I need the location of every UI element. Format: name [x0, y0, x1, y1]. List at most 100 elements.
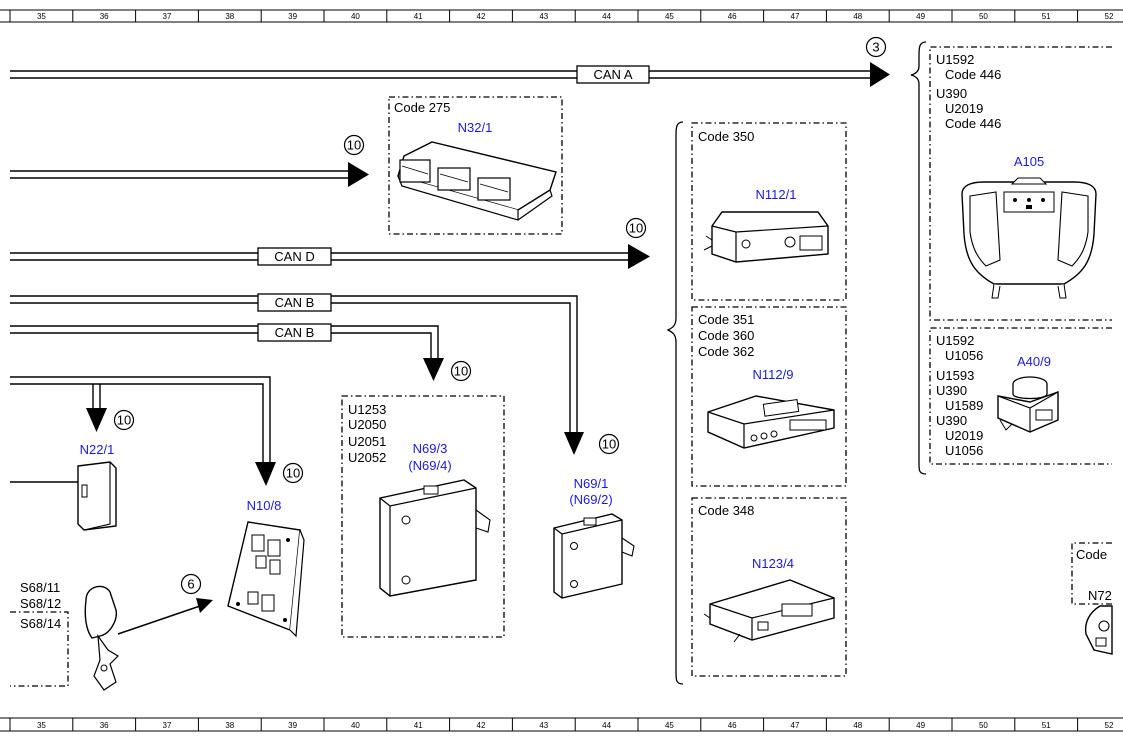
n112-1-label: N112/1	[756, 187, 797, 202]
ruler-column-number: 52	[1105, 721, 1114, 730]
n72-module-partial	[1084, 605, 1113, 655]
ref-circle-10: 10	[343, 134, 365, 156]
n123-4-code: Code 348	[698, 503, 754, 518]
a40-9-box	[929, 327, 1112, 465]
a40-9-code: U1589	[945, 398, 983, 413]
svg-text:10: 10	[602, 437, 616, 452]
group-brace	[910, 41, 927, 475]
svg-text:10: 10	[454, 364, 468, 379]
ruler-column-number: 36	[100, 12, 109, 21]
a105-box	[929, 46, 1112, 321]
ref-circle-3: 3	[865, 36, 887, 58]
can-b-label-box	[257, 293, 332, 312]
group-brace	[666, 121, 684, 685]
ruler-column-number: 41	[414, 721, 423, 730]
n112-9-code: Code 360	[698, 328, 754, 343]
a105-code: U390	[936, 86, 967, 101]
ruler-column-number: 42	[477, 721, 486, 730]
svg-text:10: 10	[347, 138, 361, 153]
ruler-column-number: 50	[979, 721, 988, 730]
can-b-label: CAN B	[275, 325, 315, 340]
a105-code: U2019	[945, 101, 983, 116]
ruler-column-number: 35	[37, 12, 46, 21]
n32-1-label: N32/1	[458, 120, 493, 135]
wire-to-n10-8	[10, 376, 276, 486]
can-d-label-box	[257, 247, 332, 266]
ruler-column-number: 36	[100, 721, 109, 730]
svg-text:10: 10	[117, 413, 131, 428]
n123-4-label: N123/4	[752, 556, 794, 571]
ruler-column-number: 51	[1042, 721, 1051, 730]
n72-box	[1071, 542, 1112, 605]
ruler-column-number: 38	[225, 12, 234, 21]
can-a-bus: CAN A	[10, 62, 890, 87]
ruler-column-number: 48	[853, 12, 862, 21]
a40-9-label: A40/9	[1017, 354, 1051, 369]
n123-4-module	[703, 579, 835, 643]
ref-circle-10: 10	[113, 409, 135, 431]
can-a-label-box	[576, 65, 650, 84]
can-b-bus-upper: CAN B	[10, 293, 584, 455]
ruler-column-number: 45	[665, 721, 674, 730]
n123-4-box	[691, 497, 847, 677]
ref-circle-6: 6	[180, 573, 202, 595]
a40-9-controller	[997, 376, 1059, 433]
n10-8-label: N10/8	[247, 498, 282, 513]
ruler-column-number: 44	[602, 721, 611, 730]
a105-code: Code 446	[945, 67, 1001, 82]
n69-1-label: N69/1	[574, 476, 609, 491]
n10-8-fuse-box	[227, 521, 305, 638]
can-d-bus: CAN D	[10, 244, 650, 269]
ruler-column-number: 49	[916, 12, 925, 21]
ruler-column-number: 42	[477, 12, 486, 21]
ruler-column-number: 37	[163, 12, 172, 21]
ruler-column-number: 37	[163, 721, 172, 730]
ruler-column-number: 44	[602, 12, 611, 21]
a40-9-code: U2019	[945, 428, 983, 443]
a40-9-code: U1056	[945, 443, 983, 458]
n22-1-module	[10, 461, 117, 531]
n69-1-module	[553, 513, 635, 599]
a40-9-code: U1056	[945, 348, 983, 363]
a105-overhead-control-panel	[961, 177, 1097, 299]
ruler-column-number: 40	[351, 12, 360, 21]
ruler-column-number: 48	[853, 721, 862, 730]
n69-3-code: U1253	[348, 402, 386, 417]
steering-column-switch	[84, 585, 119, 691]
a105-code: Code 446	[945, 116, 1001, 131]
ruler-column-number: 49	[916, 721, 925, 730]
n72-label: N72	[1088, 588, 1112, 603]
a105-code: U1592	[936, 52, 974, 67]
can-a-label: CAN A	[593, 67, 632, 82]
n112-9-code: Code 351	[698, 312, 754, 327]
ruler-column-number: 38	[225, 721, 234, 730]
ruler-column-number: 46	[728, 12, 737, 21]
ruler-column-number: 52	[1105, 12, 1114, 21]
n112-9-box	[691, 306, 847, 487]
a40-9-code: U390	[936, 413, 967, 428]
switch-dashed-box	[10, 611, 69, 687]
wire-to-n22-1	[86, 384, 107, 432]
ruler-column-number: 47	[791, 721, 800, 730]
ruler-column-number: 43	[539, 12, 548, 21]
n112-9-module	[707, 395, 835, 449]
a40-9-code: U1593	[936, 368, 974, 383]
ruler-column-number: 41	[414, 12, 423, 21]
can-b-label-box	[257, 323, 332, 342]
ruler-column-number: 43	[539, 721, 548, 730]
svg-text:6: 6	[187, 577, 194, 592]
can-b-bus-lower: CAN B	[10, 323, 444, 381]
ref-circle-10: 10	[598, 433, 620, 455]
a40-9-code: U390	[936, 383, 967, 398]
switch-label-s68-11: S68/11	[20, 580, 60, 595]
ruler-column-number: 47	[791, 12, 800, 21]
n69-3-code: U2051	[348, 434, 386, 449]
ruler-column-number: 45	[665, 12, 674, 21]
svg-text:3: 3	[872, 40, 879, 55]
n69-4-label: (N69/4)	[408, 458, 451, 473]
n22-1-label: N22/1	[80, 442, 115, 457]
switch-label-s68-14: S68/14	[20, 616, 61, 631]
